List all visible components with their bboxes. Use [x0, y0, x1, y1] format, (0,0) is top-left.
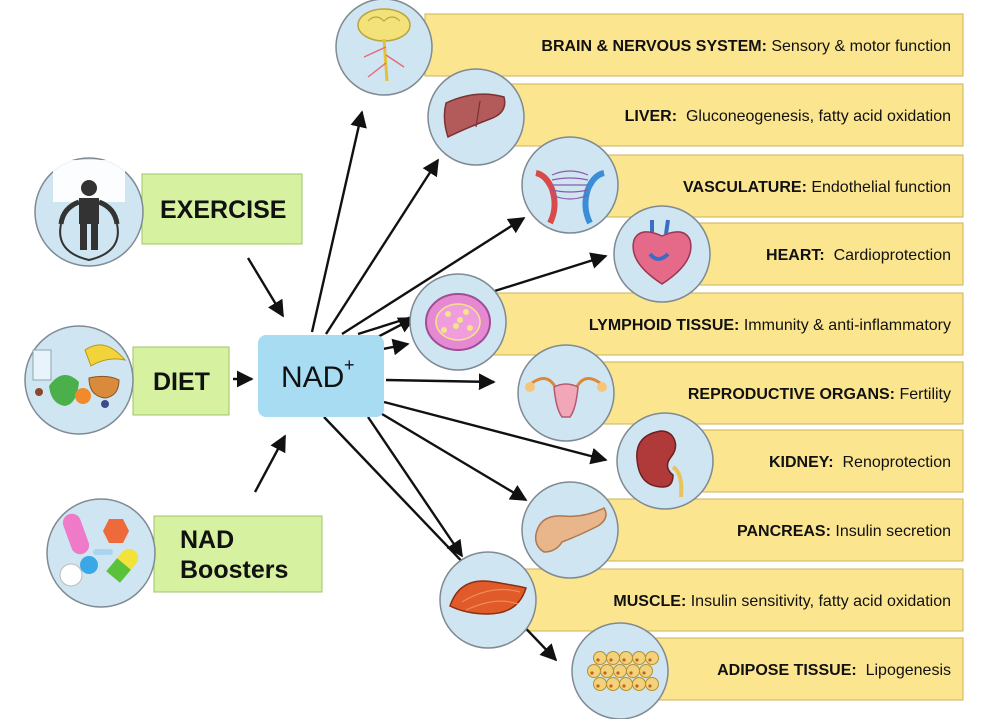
organ-label-muscle: MUSCLE: Insulin sensitivity, fatty acid … — [613, 593, 951, 610]
input-label-boosters: Boosters — [180, 556, 288, 584]
brain-icon — [335, 0, 433, 96]
organ-label-brain: BRAIN & NERVOUS SYSTEM: Sensory & motor … — [541, 38, 951, 55]
organ-description: Immunity & anti-inflammatory — [739, 317, 951, 334]
arrow — [324, 158, 440, 335]
organ-description: Sensory & motor function — [767, 38, 951, 55]
organ-label-kidney: KIDNEY: Renoprotection — [769, 454, 951, 471]
input-box-exercise: EXERCISE — [141, 173, 303, 245]
organ-description: Cardioprotection — [825, 247, 951, 264]
organ-label-adipose: ADIPOSE TISSUE: Lipogenesis — [717, 662, 951, 679]
organ-label-vasculature: VASCULATURE: Endothelial function — [683, 179, 951, 196]
organ-title: LIVER: — [625, 108, 677, 125]
organ-box-brain: BRAIN & NERVOUS SYSTEM: Sensory & motor … — [424, 13, 964, 77]
organ-description: Renoprotection — [834, 454, 951, 471]
organ-label-reproductive: REPRODUCTIVE ORGANS: Fertility — [688, 386, 951, 403]
organ-title: PANCREAS: — [737, 523, 831, 540]
arrow — [310, 110, 367, 333]
liver-icon — [427, 68, 525, 166]
food-icon — [24, 325, 134, 435]
organ-title: MUSCLE: — [613, 593, 686, 610]
organ-description: Fertility — [895, 386, 951, 403]
arrow — [341, 216, 526, 336]
arrow — [381, 412, 528, 502]
arrow — [385, 373, 496, 391]
organ-boxes: BRAIN & NERVOUS SYSTEM: Sensory & motor … — [424, 13, 964, 701]
organ-description: Lipogenesis — [857, 662, 951, 679]
organ-description: Gluconeogenesis, fatty acid oxidation — [677, 108, 951, 125]
organ-box-liver: LIVER: Gluconeogenesis, fatty acid oxida… — [456, 83, 964, 147]
lymph-node-icon — [409, 273, 507, 371]
kidney-icon — [616, 412, 714, 510]
organ-box-pancreas: PANCREAS: Insulin secretion — [559, 498, 964, 562]
jump-rope-person-icon — [34, 157, 144, 267]
organ-title: BRAIN & NERVOUS SYSTEM: — [541, 38, 767, 55]
organ-label-heart: HEART: Cardioprotection — [766, 247, 951, 264]
input-label-boosters: NAD — [180, 526, 234, 554]
pills-icon — [46, 498, 156, 608]
organ-title: ADIPOSE TISSUE: — [717, 662, 857, 679]
organ-box-lymphoid: LYMPHOID TISSUE: Immunity & anti-inflamm… — [454, 292, 964, 356]
organ-label-lymphoid: LYMPHOID TISSUE: Immunity & anti-inflamm… — [589, 317, 951, 334]
icons — [24, 0, 714, 719]
organ-box-reproductive: REPRODUCTIVE ORGANS: Fertility — [549, 361, 964, 425]
organ-description: Insulin secretion — [831, 523, 951, 540]
organ-box-muscle: MUSCLE: Insulin sensitivity, fatty acid … — [479, 568, 964, 632]
input-box-diet: DIET — [132, 346, 230, 416]
muscle-icon — [439, 551, 537, 649]
organ-box-vasculature: VASCULATURE: Endothelial function — [552, 154, 964, 218]
nad-superscript: + — [344, 355, 355, 375]
organ-title: LYMPHOID TISSUE: — [589, 317, 740, 334]
nad-label: NAD — [281, 361, 344, 394]
organ-title: KIDNEY: — [769, 454, 834, 471]
organ-label-liver: LIVER: Gluconeogenesis, fatty acid oxida… — [625, 108, 951, 125]
input-label-exercise: EXERCISE — [160, 196, 286, 224]
arrow — [253, 434, 287, 493]
input-label-diet: DIET — [153, 368, 210, 396]
uterus-icon — [517, 344, 615, 442]
heart-icon — [613, 205, 711, 303]
organ-label-pancreas: PANCREAS: Insulin secretion — [737, 523, 951, 540]
fat-cells-icon — [571, 622, 669, 719]
pancreas-icon — [521, 481, 619, 579]
nad-node: NAD + — [258, 335, 384, 417]
organ-description: Insulin sensitivity, fatty acid oxidatio… — [686, 593, 951, 610]
organ-title: REPRODUCTIVE ORGANS: — [688, 386, 895, 403]
organ-box-adipose: ADIPOSE TISSUE: Lipogenesis — [612, 637, 964, 701]
blood-vessel-icon — [521, 136, 619, 234]
arrow — [383, 400, 608, 465]
organ-title: HEART: — [766, 247, 825, 264]
organ-description: Endothelial function — [807, 179, 951, 196]
arrow — [246, 257, 285, 318]
organ-title: VASCULATURE: — [683, 179, 807, 196]
arrow — [367, 416, 463, 558]
